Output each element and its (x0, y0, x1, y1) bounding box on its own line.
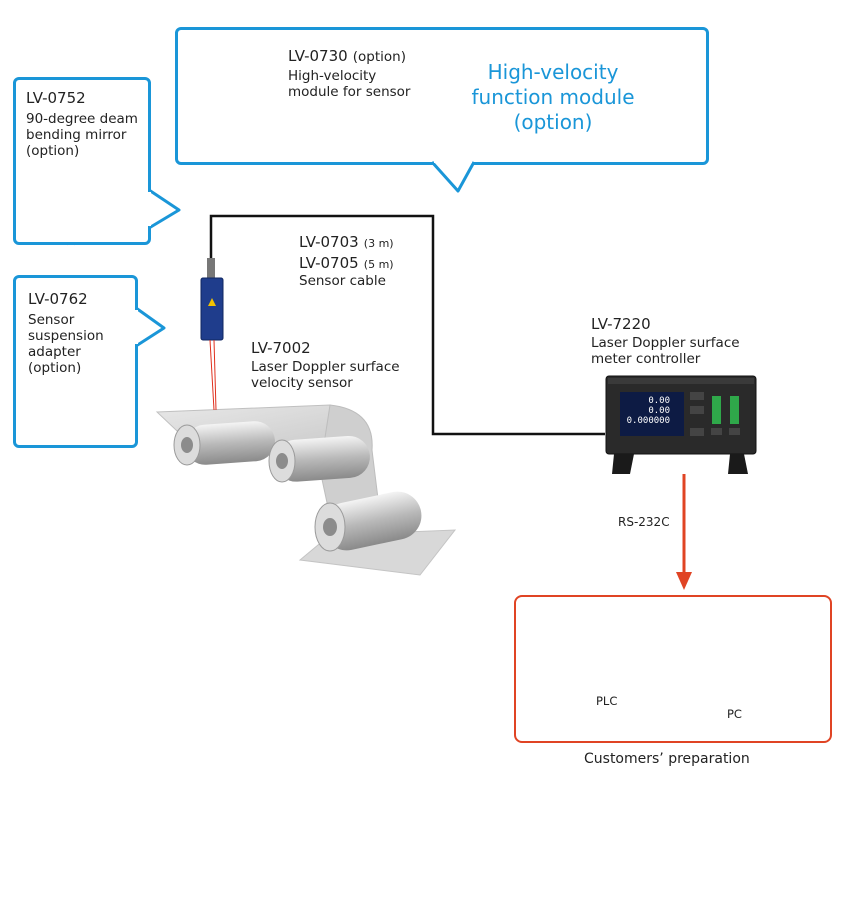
sensor-line2: velocity sensor (251, 375, 353, 391)
cable-length-a: (3 m) (363, 237, 394, 250)
plc-label: PLC (596, 694, 618, 708)
screen-value-1: 0.00 (648, 396, 670, 406)
mirror-line2: bending mirror (26, 127, 127, 143)
adapter-line3: adapter (28, 344, 81, 360)
cable-length-b: (5 m) (363, 258, 394, 271)
module-headline-line3: (option) (513, 110, 593, 134)
customer-caption: Customers’ preparation (584, 751, 750, 767)
controller-screen: 0.00 0.00 0.000000 (622, 396, 670, 426)
sensor-cable-line (209, 214, 605, 436)
controller-device (605, 375, 757, 474)
screen-value-2: 0.00 (648, 406, 670, 416)
module-option-tag: (option) (352, 49, 407, 65)
module-desc-line1: High-velocity (288, 68, 377, 84)
adapter-line2: suspension (28, 328, 104, 344)
cable-label: Sensor cable (299, 273, 386, 289)
mirror-callout-pointer (147, 188, 181, 230)
customer-preparation-box (514, 595, 832, 743)
module-desc-line2: module for sensor (288, 84, 411, 100)
controller-line2: meter controller (591, 351, 701, 367)
roller-web-illustration (155, 404, 457, 576)
screen-value-3: 0.000000 (626, 416, 670, 426)
adapter-callout-pointer (134, 306, 166, 348)
controller-line1: Laser Doppler surface (591, 335, 740, 351)
cable-label-group: LV-0703 (3 m) LV-0705 (5 m) Sensor cable (299, 232, 394, 289)
sensor-line1: Laser Doppler surface (251, 359, 400, 375)
mirror-line1: 90-degree deam (26, 111, 138, 127)
pc-label: PC (727, 707, 742, 721)
adapter-line4: (option) (28, 360, 82, 376)
module-callout-pointer (430, 160, 476, 193)
sensor-code: LV-7002 (251, 339, 311, 357)
laser-sensor-device (200, 258, 224, 411)
module-headline-line2: function module (471, 85, 635, 109)
rs232c-label: RS-232C (618, 515, 670, 529)
module-callout: LV-0730 (option) High-velocity module fo… (175, 27, 709, 165)
cable-code-a: LV-0703 (299, 233, 359, 251)
controller-code: LV-7220 (591, 315, 651, 333)
controller-label-group: LV-7220 Laser Doppler surface meter cont… (591, 315, 740, 367)
mirror-line3: (option) (26, 143, 80, 159)
adapter-callout: LV-0762 Sensor suspension adapter (optio… (13, 275, 138, 448)
cable-code-b: LV-0705 (299, 254, 359, 272)
rs232c-arrowhead (676, 572, 692, 590)
adapter-code: LV-0762 (28, 290, 88, 308)
mirror-code: LV-0752 (26, 89, 86, 107)
module-headline-line1: High-velocity (487, 60, 619, 84)
adapter-line1: Sensor (28, 312, 75, 328)
sensor-label-group: LV-7002 Laser Doppler surface velocity s… (251, 339, 400, 391)
mirror-callout: LV-0752 90-degree deam bending mirror (o… (13, 77, 151, 245)
module-code: LV-0730 (288, 47, 348, 65)
